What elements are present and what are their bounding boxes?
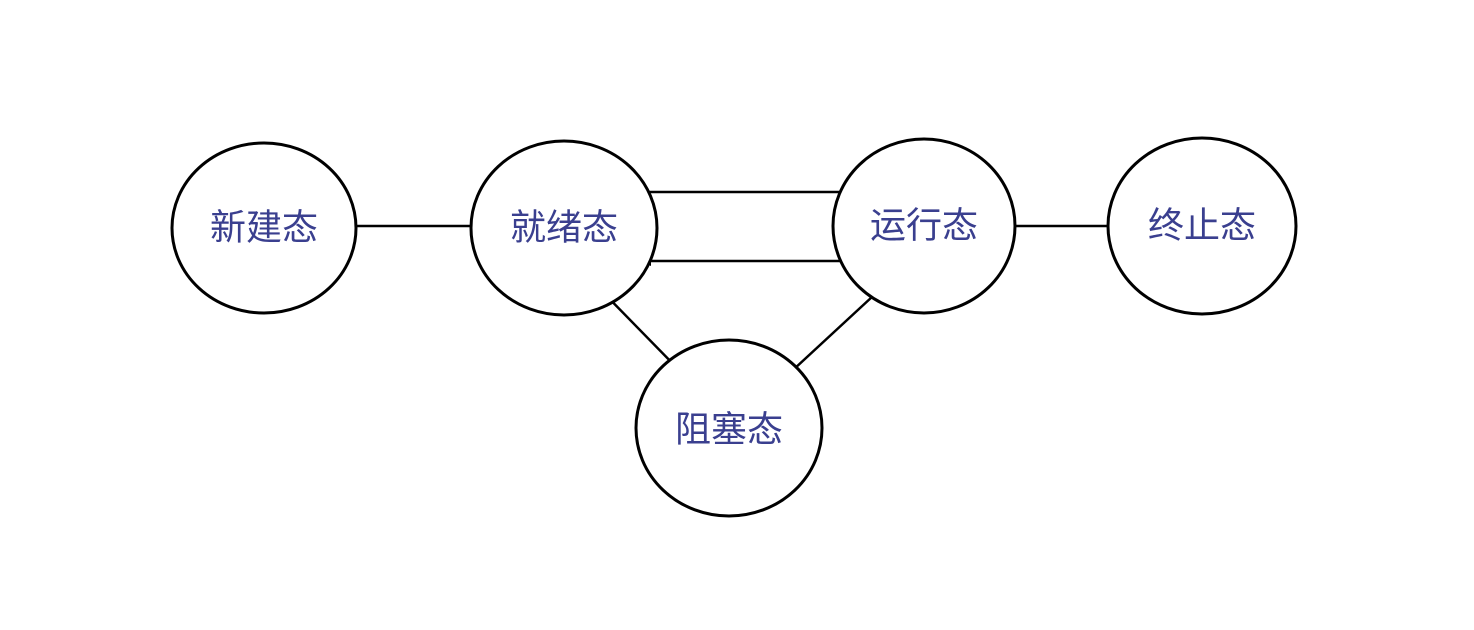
state-label-terminated: 终止态 xyxy=(1148,206,1256,247)
state-node-new: 新建态 xyxy=(170,141,358,315)
state-label-ready: 就绪态 xyxy=(510,208,618,249)
state-node-terminated: 终止态 xyxy=(1106,136,1298,316)
state-circle-blocked xyxy=(634,338,824,518)
state-circle-terminated xyxy=(1106,136,1298,316)
edge-running-to-blocked xyxy=(779,283,887,383)
state-label-running: 运行态 xyxy=(870,206,978,247)
state-node-ready: 就绪态 xyxy=(469,139,659,317)
state-circle-ready xyxy=(469,139,659,317)
state-node-running: 运行态 xyxy=(831,137,1017,315)
state-node-blocked: 阻塞态 xyxy=(634,338,824,518)
state-circle-new xyxy=(170,141,358,315)
state-label-blocked: 阻塞态 xyxy=(675,410,783,451)
state-label-new: 新建态 xyxy=(210,208,318,249)
state-circle-running xyxy=(831,137,1017,315)
transitions xyxy=(338,187,1125,383)
